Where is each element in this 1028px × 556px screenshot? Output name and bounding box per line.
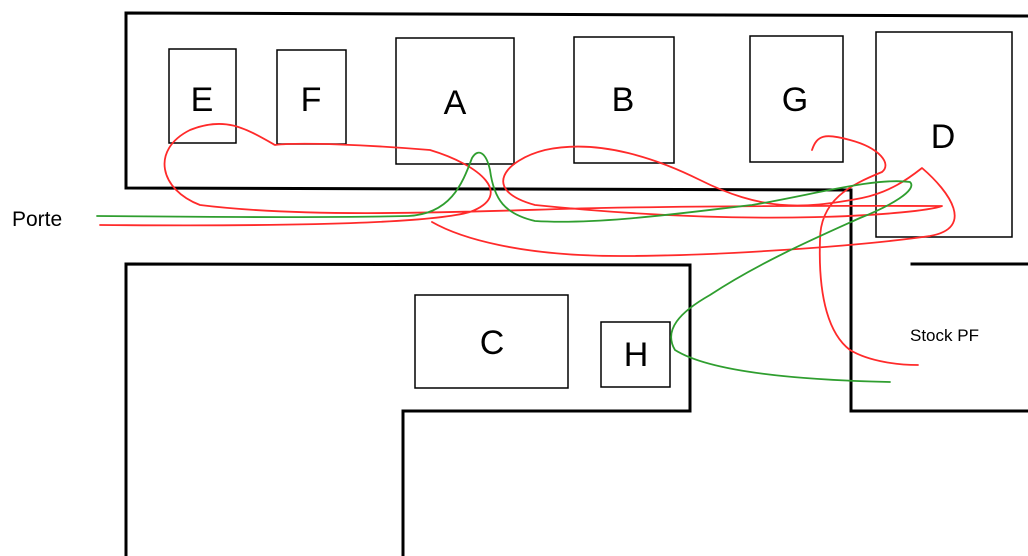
machine-e-label: E	[191, 81, 214, 119]
green-flow-route	[96, 151, 913, 383]
stock-label: Stock PF	[910, 326, 979, 345]
lower-room-wall	[124, 262, 692, 556]
machine-b-label: B	[612, 81, 635, 119]
walls	[124, 11, 1028, 556]
upper-room-wall	[124, 11, 1028, 413]
machine-f-label: F	[301, 81, 322, 119]
machine-d-label: D	[931, 118, 956, 156]
machine-a-label: A	[444, 84, 467, 122]
machine-d	[875, 31, 1013, 238]
entrance-label: Porte	[12, 208, 62, 231]
machine-h	[600, 321, 671, 388]
machine-b	[573, 36, 675, 164]
red-flow-route	[99, 122, 956, 366]
machine-g-label: G	[782, 81, 808, 119]
machine-e	[168, 48, 237, 144]
machine-a	[395, 37, 515, 165]
machine-c	[414, 294, 569, 389]
machines: E F A B G D C H	[168, 31, 1013, 389]
machine-h-label: H	[624, 336, 649, 374]
machine-g	[749, 35, 844, 163]
machine-c-label: C	[480, 324, 505, 362]
machine-f	[276, 49, 347, 145]
